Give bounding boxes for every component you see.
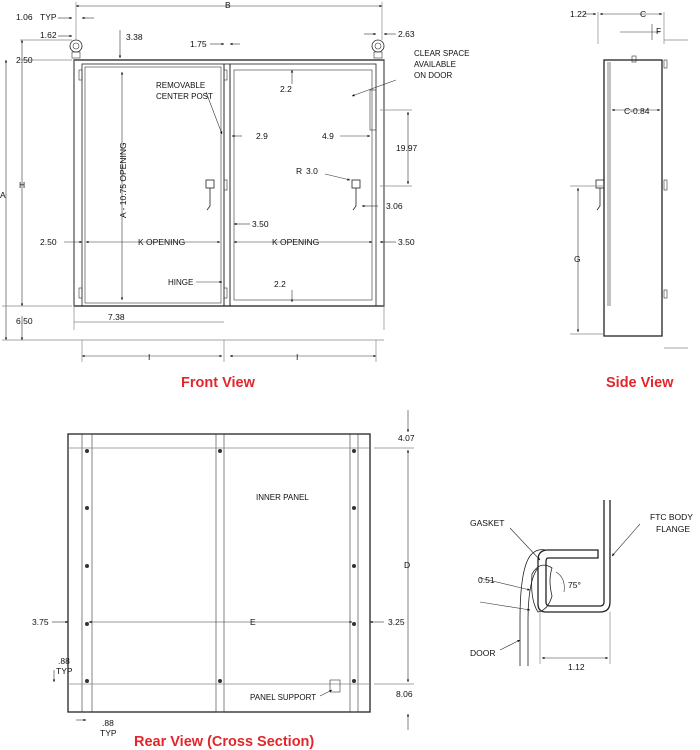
front-view-title: Front View [181, 375, 256, 391]
dim-1-62: 1.62 [40, 30, 57, 40]
dim-f: F [656, 26, 661, 36]
dim-88-bottom: .88 [102, 718, 114, 728]
section-labels: GASKET FTC BODY FLANGE 0.51 75° DOOR 1.1… [470, 512, 693, 672]
dim-2-9: 2.9 [256, 131, 268, 141]
dim-2-2-top: 2.2 [280, 84, 292, 94]
gasket-label: GASKET [470, 518, 504, 528]
ftc-flange [537, 500, 611, 613]
dim-b: B [225, 0, 231, 10]
removable-label-1: REMOVABLE [156, 81, 205, 90]
front-view [2, 2, 412, 362]
dim-2-50-left: 2.50 [40, 237, 57, 247]
dim-3-75: 3.75 [32, 617, 49, 627]
clear-space-label-2: AVAILABLE [414, 60, 456, 69]
rear-panel-body [67, 433, 371, 713]
door-edge [519, 549, 547, 666]
rear-view-title: Rear View (Cross Section) [134, 734, 314, 750]
dim-3-0: 3.0 [306, 166, 318, 176]
dim-75: 75° [568, 580, 581, 590]
dim-c-0-84: C-0.84 [624, 106, 650, 116]
dim-4-07: 4.07 [398, 433, 415, 443]
view-titles: Front View Side View Rear View (Cross Se… [134, 375, 674, 750]
dim-2-63: 2.63 [398, 29, 415, 39]
lifting-eye-right [371, 39, 385, 53]
dim-8-06: 8.06 [396, 689, 413, 699]
side-enclosure-body [603, 59, 663, 337]
dim-2-50-top: 2.50 [16, 55, 33, 65]
clear-space-label-3: ON DOOR [414, 71, 452, 80]
dim-1-22: 1.22 [570, 9, 587, 19]
typ-left: TYP [56, 666, 73, 676]
rear-view [52, 410, 414, 730]
dim-4-9: 4.9 [322, 131, 334, 141]
dim-typ: TYP [40, 12, 57, 22]
dim-19-97: 19.97 [396, 143, 418, 153]
dim-i-right: I [296, 352, 298, 362]
side-view [570, 12, 688, 349]
dim-3-38: 3.38 [126, 32, 143, 42]
rear-labels: 4.07 INNER PANEL D 3.75 E 3.25 .88 TYP .… [32, 433, 415, 738]
ftc-label-2: FLANGE [656, 524, 690, 534]
dim-3-50-right: 3.50 [398, 237, 415, 247]
panel-support-label: PANEL SUPPORT [250, 693, 316, 702]
dim-a: A [0, 190, 6, 200]
dim-r: R [296, 166, 302, 176]
front-labels: B 1.06 TYP 1.62 3.38 1.75 2.63 2.50 A H … [0, 0, 469, 362]
lifting-eye-left [69, 39, 83, 53]
latch-handle-right [351, 179, 361, 211]
dim-1-06: 1.06 [16, 12, 33, 22]
clear-space-label-1: CLEAR SPACE [414, 49, 469, 58]
dim-3-25: 3.25 [388, 617, 405, 627]
inner-panel-label: INNER PANEL [256, 493, 309, 502]
removable-label-2: CENTER POST [156, 92, 213, 101]
dim-i-left: I [148, 352, 150, 362]
dim-0-51: 0.51 [478, 575, 495, 585]
dim-6-50: 6.50 [16, 316, 33, 326]
dim-d: D [404, 560, 410, 570]
hinge-label: HINGE [168, 278, 193, 287]
dim-h: H [19, 180, 25, 190]
dim-g: G [574, 254, 581, 264]
dim-3-50-mid: 3.50 [252, 219, 269, 229]
dim-c: C [640, 9, 646, 19]
k-opening-right: K OPENING [272, 237, 319, 247]
dim-88-left: .88 [58, 656, 70, 666]
typ-bottom: TYP [100, 728, 117, 738]
dim-7-38: 7.38 [108, 312, 125, 322]
a-opening-label: A - 10.75 OPENING [118, 142, 128, 218]
gasket-section [479, 500, 641, 666]
dim-e: E [250, 617, 256, 627]
side-view-title: Side View [606, 375, 674, 391]
dim-1-12: 1.12 [568, 662, 585, 672]
gasket-shape [531, 564, 553, 613]
door-label: DOOR [470, 648, 496, 658]
k-opening-left: K OPENING [138, 237, 185, 247]
dim-1-75: 1.75 [190, 39, 207, 49]
right-door [229, 63, 377, 307]
ftc-label-1: FTC BODY [650, 512, 693, 522]
dim-2-2-bottom: 2.2 [274, 279, 286, 289]
latch-handle-left [205, 179, 215, 211]
dim-3-06: 3.06 [386, 201, 403, 211]
side-latch [595, 179, 605, 211]
side-labels: 1.22 C F C-0.84 G [570, 9, 661, 264]
